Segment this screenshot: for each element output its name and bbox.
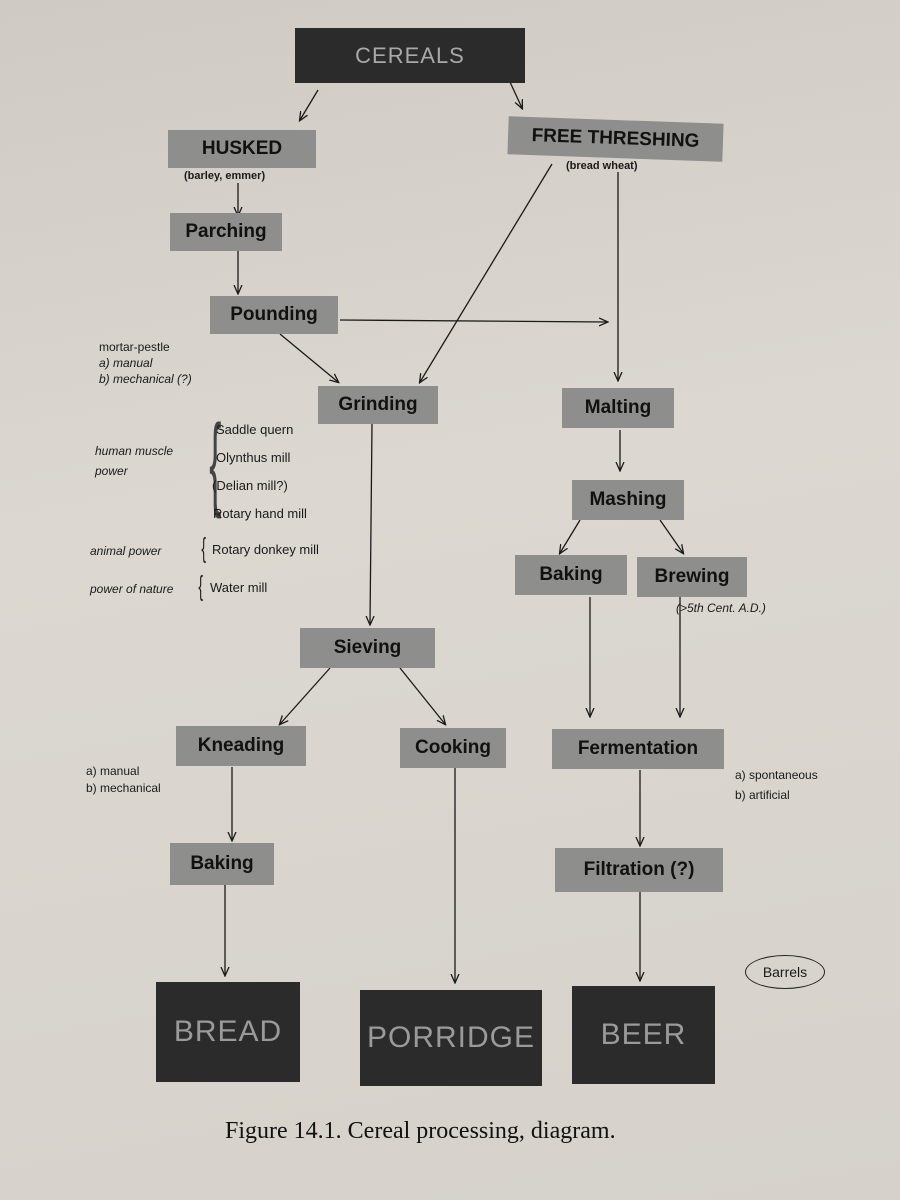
- pounding-method: mortar-pestle: [99, 340, 170, 354]
- brewing-note: (>5th Cent. A.D.): [676, 601, 766, 615]
- animal-power-label: animal power: [90, 544, 162, 558]
- ferment-b: b) artificial: [735, 788, 790, 802]
- node-beer: BEER: [572, 986, 715, 1084]
- barrels-text: Barrels: [762, 964, 808, 980]
- node-free-threshing-label: FREE THRESHING: [531, 125, 700, 152]
- node-kneading-label: Kneading: [197, 735, 285, 756]
- figure-caption: Figure 14.1. Cereal processing, diagram.: [225, 1118, 616, 1144]
- arrow-grinding-sieving: [370, 423, 372, 624]
- node-porridge: PORRIDGE: [360, 990, 542, 1086]
- node-beer-label: BEER: [600, 1018, 687, 1051]
- node-free-threshing: FREE THRESHING: [507, 116, 724, 162]
- node-baking-right: Baking: [515, 555, 627, 595]
- node-baking-left: Baking: [170, 843, 274, 885]
- node-fermentation-label: Fermentation: [577, 738, 699, 759]
- mill-rotary-donkey: Rotary donkey mill: [212, 542, 319, 557]
- mill-olynthus: Olynthus mill: [216, 450, 291, 465]
- node-cereals: CEREALS: [295, 28, 525, 83]
- arrow-sieving-kneading: [280, 667, 331, 724]
- node-husked-label: HUSKED: [201, 138, 283, 159]
- human-power-label-1: human muscle: [95, 444, 174, 458]
- node-cooking: Cooking: [400, 728, 506, 768]
- node-mashing-label: Mashing: [589, 489, 667, 510]
- barrels-label: Barrels: [745, 955, 825, 989]
- arrow-sieving-cooking: [399, 667, 445, 724]
- nature-power-brace: {: [198, 570, 204, 601]
- node-cereals-label: CEREALS: [355, 42, 465, 68]
- node-free-threshing-sub: (bread wheat): [566, 160, 638, 172]
- arrow-free-grinding: [420, 163, 553, 382]
- node-parching-label: Parching: [185, 221, 267, 242]
- node-fermentation: Fermentation: [552, 729, 724, 769]
- mill-rotary-hand: Rotary hand mill: [213, 506, 307, 521]
- node-husked-sub: (barley, emmer): [184, 170, 266, 182]
- node-malting-label: Malting: [584, 397, 652, 418]
- node-mashing: Mashing: [572, 480, 684, 520]
- mill-saddle-quern: Saddle quern: [216, 422, 294, 437]
- animal-power-brace: {: [201, 532, 207, 563]
- node-sieving: Sieving: [300, 628, 435, 668]
- node-bread: BREAD: [156, 982, 300, 1082]
- arrow-mashing-brewing: [659, 519, 683, 553]
- node-husked: HUSKED: [168, 130, 316, 168]
- node-malting: Malting: [562, 388, 674, 428]
- pounding-b: b) mechanical (?): [99, 372, 192, 386]
- node-pounding-label: Pounding: [230, 304, 318, 325]
- node-baking-left-label: Baking: [190, 853, 254, 874]
- node-sieving-label: Sieving: [333, 637, 402, 658]
- human-power-label-2: power: [95, 464, 128, 478]
- node-baking-right-label: Baking: [539, 564, 603, 585]
- mill-water: Water mill: [210, 580, 268, 595]
- node-kneading: Kneading: [176, 726, 306, 766]
- pounding-a: a) manual: [99, 356, 153, 370]
- node-brewing-label: Brewing: [654, 566, 730, 587]
- arrow-mashing-baking: [560, 519, 581, 553]
- node-filtration: Filtration (?): [555, 848, 723, 892]
- node-grinding-label: Grinding: [338, 394, 418, 415]
- arrow-cereals-free: [509, 81, 522, 108]
- ferment-a: a) spontaneous: [735, 768, 818, 782]
- arrow-pounding-malting: [339, 320, 607, 322]
- human-power-brace: {: [209, 404, 222, 520]
- kneading-a: a) manual: [86, 764, 140, 778]
- node-porridge-label: PORRIDGE: [366, 1021, 536, 1054]
- node-brewing: Brewing: [637, 557, 747, 597]
- node-cooking-label: Cooking: [415, 737, 491, 758]
- nature-power-label: power of nature: [90, 582, 174, 596]
- arrow-cereals-husked: [300, 89, 319, 120]
- arrow-pounding-grinding: [279, 333, 338, 382]
- node-pounding: Pounding: [210, 296, 338, 334]
- node-bread-label: BREAD: [173, 1015, 283, 1048]
- kneading-b: b) mechanical: [86, 781, 161, 795]
- mill-delian: (Delian mill?): [212, 478, 288, 493]
- node-grinding: Grinding: [318, 386, 438, 424]
- node-parching: Parching: [170, 213, 282, 251]
- node-filtration-label: Filtration (?): [583, 859, 695, 880]
